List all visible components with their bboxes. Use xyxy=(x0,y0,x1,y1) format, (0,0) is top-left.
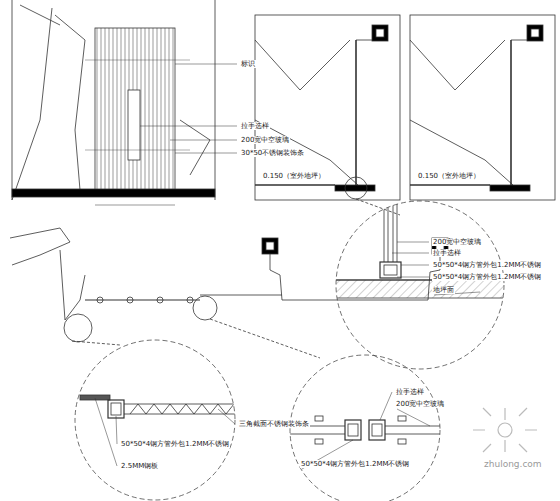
callout-label: 三角截面不锈钢装饰条 xyxy=(238,420,310,428)
plan-detail-right xyxy=(290,355,440,501)
leader-line xyxy=(175,153,237,154)
callout-label: 200宽中空玻璃 xyxy=(432,238,482,246)
section-views xyxy=(255,15,555,215)
callout-label: 拉手选样 xyxy=(432,249,462,257)
callout-label: 拉手选样 xyxy=(395,388,425,396)
callout-label: 0.150（室外地坪） xyxy=(262,172,326,180)
callout-label: 0.150（室外地坪） xyxy=(417,172,481,180)
leader-line xyxy=(397,242,429,243)
leader-line xyxy=(116,416,117,444)
watermark-logo xyxy=(473,408,537,452)
callout-label: 2.5MM钢板 xyxy=(120,462,159,470)
leader-line xyxy=(95,398,117,466)
leader-line xyxy=(392,253,429,254)
watermark: zhulong.com xyxy=(483,460,543,468)
plan-detail-left xyxy=(75,340,240,500)
callout-label: 200宽中空玻璃 xyxy=(240,136,290,144)
callout-label: 50*50*4钢方管外包1.2MM不锈钢 xyxy=(432,261,542,269)
leader-line xyxy=(380,392,392,420)
callout-label: 标识 xyxy=(240,60,256,68)
leader-line xyxy=(175,64,237,65)
callout-label: 拉手选样 xyxy=(240,122,270,130)
callout-label: 30*50不锈钢装饰条 xyxy=(240,149,305,157)
elevation xyxy=(12,0,215,205)
callout-label: 50*50*4钢方管外包1.2MM不锈钢 xyxy=(432,273,542,281)
leader-line xyxy=(170,140,237,141)
plan-view xyxy=(10,228,448,358)
callout-label: 地坪面 xyxy=(432,286,455,294)
leader-line xyxy=(397,277,429,278)
base-detail xyxy=(330,195,510,369)
callout-label: 50*50*4钢方管外包1.2MM不锈钢 xyxy=(120,440,230,448)
leader-lines xyxy=(95,64,480,469)
leader-line xyxy=(218,409,235,424)
callout-label: 200宽中空玻璃 xyxy=(395,400,445,408)
leader-line xyxy=(401,265,429,266)
callout-label: 50*50*4钢方管外包1.2MM不锈钢 xyxy=(300,460,410,468)
leader-line xyxy=(140,126,237,127)
leader-line xyxy=(397,409,430,426)
